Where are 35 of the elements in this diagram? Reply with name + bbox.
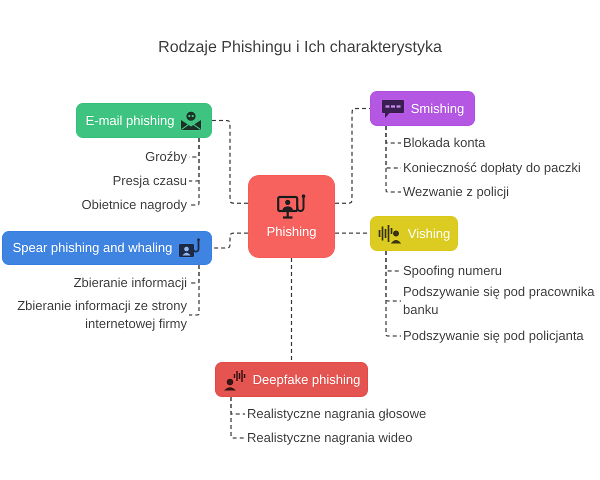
category-label: Deepfake phishing	[252, 372, 360, 388]
list-item-text: Groźby	[145, 148, 187, 166]
list-item-text: Realistyczne nagrania głosowe	[247, 405, 426, 423]
list-item-text: Spoofing numeru	[403, 262, 502, 280]
category-label: Smishing	[410, 100, 464, 116]
connector-line	[212, 120, 248, 204]
list-item-text: Realistyczne nagrania wideo	[247, 429, 412, 447]
category-label: Phishing	[266, 224, 316, 240]
list-item-text: Zbieranie informacji ze strony internetowej firmy	[0, 297, 187, 333]
list-item-text: Zbieranie informacji	[74, 274, 187, 292]
list-item-text: Podszywanie się pod pracownika banku	[403, 283, 595, 319]
category-box	[2, 231, 212, 265]
category-box	[370, 216, 458, 251]
list-item-text: Wezwanie z policji	[403, 183, 509, 201]
connector-line	[385, 251, 401, 337]
connector-line	[335, 232, 370, 234]
list-item-text: Konieczność dopłaty do paczki	[403, 159, 581, 177]
list-item-text: Obietnice nagrody	[81, 196, 187, 214]
category-label: Spear phishing and whaling	[12, 240, 172, 256]
category-label: E-mail phishing	[86, 112, 174, 128]
connector-line	[385, 126, 401, 193]
category-box	[370, 91, 475, 126]
connector-line	[189, 138, 200, 206]
list-item-text: Blokada konta	[403, 134, 486, 152]
connector-line	[212, 232, 248, 249]
list-item-text: Presja czasu	[112, 172, 187, 190]
connector-line	[230, 397, 245, 439]
central-topic-box	[248, 175, 335, 258]
diagram-title: Rodzaje Phishingu i Ich charakterystyka	[158, 38, 442, 58]
category-label: Vishing	[408, 226, 450, 242]
connector-line	[335, 108, 370, 204]
connector-line	[290, 258, 292, 362]
list-item-text: Podszywanie się pod policjanta	[403, 327, 584, 345]
category-box	[76, 103, 212, 138]
category-box	[215, 362, 368, 397]
